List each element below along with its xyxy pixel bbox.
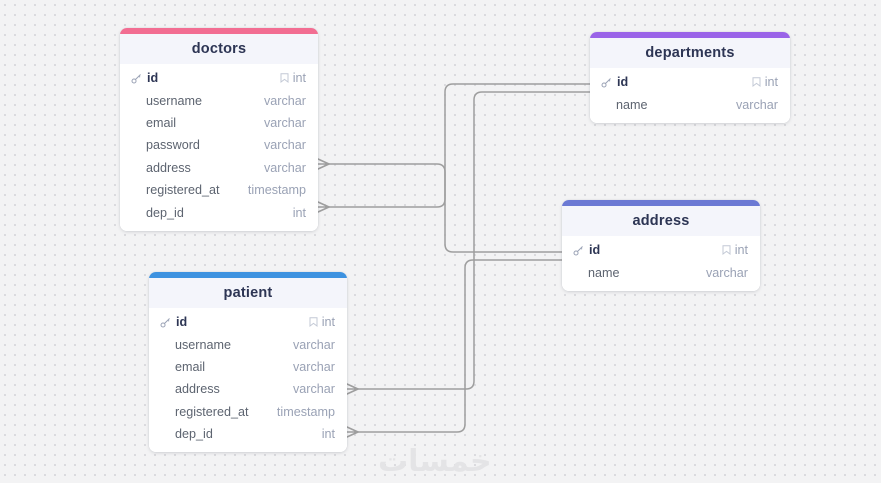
field-list: id int username varchar email varchar pa… (120, 64, 318, 231)
table-card-doctors[interactable]: doctors id int username (120, 28, 318, 231)
field-name: dep_id (146, 205, 184, 220)
field-type: int (309, 315, 335, 329)
field-row-registered-at[interactable]: registered_at timestamp (120, 179, 318, 201)
field-type-text: int (321, 315, 335, 330)
field-name: email (175, 359, 206, 374)
crowsfoot-marker-doctors-depid (317, 201, 330, 213)
field-type: int (752, 75, 778, 89)
watermark: خمسات (378, 444, 492, 479)
field-type: varchar (264, 115, 306, 130)
field-name: registered_at (146, 183, 220, 198)
table-accent-bar (149, 272, 347, 278)
field-type: timestamp (247, 183, 306, 198)
field-name: name (616, 97, 648, 112)
field-row-id[interactable]: id int (590, 71, 790, 93)
field-type: int (292, 205, 306, 220)
field-row-registered-at[interactable]: registered_at timestamp (149, 401, 347, 423)
field-name: registered_at (175, 404, 249, 419)
table-accent-bar (120, 28, 318, 34)
field-type-text: int (734, 243, 748, 258)
field-type: varchar (293, 359, 335, 374)
field-name: id (176, 315, 188, 330)
field-type: int (722, 243, 748, 257)
field-type: varchar (264, 93, 306, 108)
field-row-username[interactable]: username varchar (120, 89, 318, 111)
field-list: id int username varchar email varchar ad… (149, 308, 347, 453)
field-name: username (175, 337, 232, 352)
field-row-password[interactable]: password varchar (120, 134, 318, 156)
field-type: int (321, 427, 335, 442)
field-row-username[interactable]: username varchar (149, 333, 347, 355)
field-list: id int name varchar (562, 236, 760, 291)
field-row-dep-id[interactable]: dep_id int (149, 423, 347, 445)
field-name: email (146, 115, 177, 130)
field-row-address[interactable]: address varchar (120, 157, 318, 179)
table-title: patient (149, 278, 347, 308)
field-type: int (280, 71, 306, 85)
field-name: address (175, 382, 220, 397)
index-icon (722, 245, 731, 256)
table-title: doctors (120, 34, 318, 64)
field-name: username (146, 93, 203, 108)
crowsfoot-marker-patient-address (346, 383, 359, 395)
field-type: varchar (264, 138, 306, 153)
table-title: departments (590, 38, 790, 68)
index-icon (752, 77, 761, 88)
field-row-id[interactable]: id int (149, 311, 347, 333)
field-type: timestamp (276, 404, 335, 419)
field-row-email[interactable]: email varchar (149, 356, 347, 378)
crowsfoot-marker-doctors-address (317, 158, 330, 170)
field-list: id int name varchar (590, 68, 790, 123)
field-name: password (146, 138, 200, 153)
index-icon (309, 317, 318, 328)
field-type-text: int (764, 75, 778, 90)
field-row-address[interactable]: address varchar (149, 378, 347, 400)
index-icon (280, 73, 289, 84)
field-name: id (147, 71, 159, 86)
field-type: varchar (293, 337, 335, 352)
field-name: dep_id (175, 427, 213, 442)
field-row-id[interactable]: id int (562, 239, 760, 261)
field-name: id (617, 75, 629, 90)
table-card-patient[interactable]: patient id int username (149, 272, 347, 453)
crowsfoot-marker-patient-depid (346, 426, 359, 438)
primary-key-icon (131, 73, 141, 84)
table-card-address[interactable]: address id int name v (562, 200, 760, 291)
table-card-departments[interactable]: departments id int name (590, 32, 790, 123)
field-name: address (146, 160, 191, 175)
table-accent-bar (590, 32, 790, 38)
field-row-dep-id[interactable]: dep_id int (120, 201, 318, 223)
field-row-name[interactable]: name varchar (562, 261, 760, 283)
field-name: id (589, 243, 601, 258)
field-name: name (588, 265, 620, 280)
field-row-id[interactable]: id int (120, 67, 318, 89)
field-type: varchar (293, 382, 335, 397)
field-type-text: int (292, 71, 306, 86)
table-title: address (562, 206, 760, 236)
field-row-email[interactable]: email varchar (120, 112, 318, 134)
primary-key-icon (160, 317, 170, 328)
field-type: varchar (706, 265, 748, 280)
field-type: varchar (264, 160, 306, 175)
field-type: varchar (736, 97, 778, 112)
primary-key-icon (601, 77, 611, 88)
table-accent-bar (562, 200, 760, 206)
field-row-name[interactable]: name varchar (590, 93, 790, 115)
primary-key-icon (573, 245, 583, 256)
